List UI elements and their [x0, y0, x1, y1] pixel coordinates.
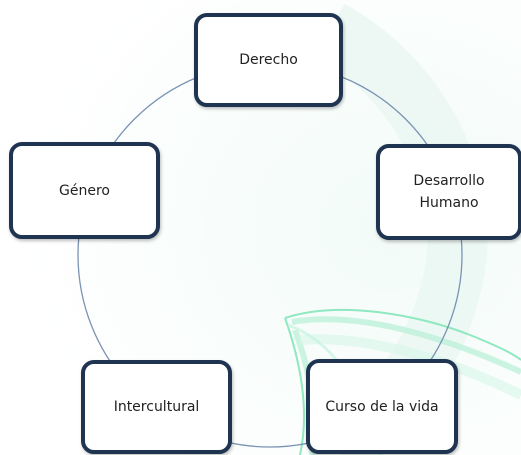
node-curso-de-la-vida-label: Curso de la vida: [325, 398, 439, 415]
node-genero-label: Género: [59, 182, 110, 199]
node-curso-de-la-vida: Curso de la vida: [306, 359, 458, 454]
node-desarrollo-humano: Desarrollo Humano: [376, 144, 521, 240]
node-desarrollo-humano-label: Desarrollo Humano: [413, 173, 485, 211]
node-intercultural: Intercultural: [81, 360, 232, 454]
node-intercultural-label: Intercultural: [113, 399, 200, 415]
node-derecho: Derecho: [194, 13, 343, 107]
node-derecho-label: Derecho: [239, 52, 298, 68]
node-genero: Género: [9, 142, 160, 239]
